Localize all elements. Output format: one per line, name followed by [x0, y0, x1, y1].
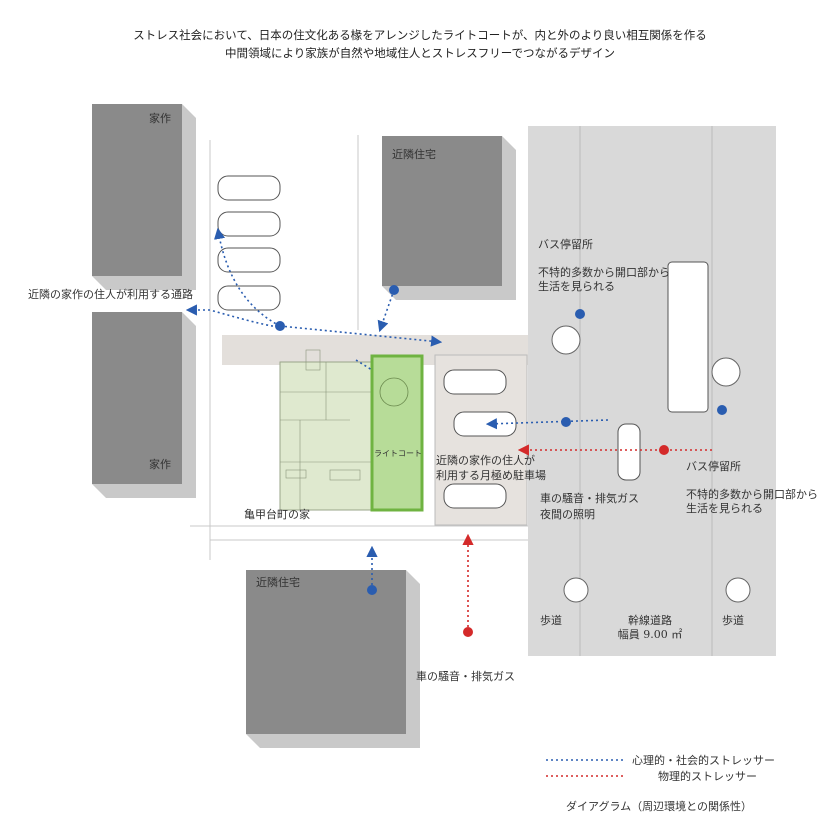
- label-path: 近隣の家作の住人が利用する通路: [28, 287, 193, 301]
- header-line-1: ストレス社会において、日本の住文化ある椽をアレンジしたライトコートが、内と外のよ…: [133, 28, 707, 42]
- label-car-noise-bottom: 車の騒音・排気ガス: [416, 669, 515, 683]
- building-neighbor-top: [382, 136, 516, 300]
- bus: [667, 261, 709, 413]
- label-bus-stop-top-note2: 生活を見られる: [538, 279, 615, 293]
- label-ie-saku-top: 家作: [149, 111, 171, 125]
- header-line-2: 中間領域により家族が自然や地域住人とストレスフリーでつながるデザイン: [224, 46, 616, 60]
- cars-monthly-lot: [443, 369, 517, 509]
- building-neighbor-bottom: [246, 570, 420, 748]
- label-lightcourt: ライトコート: [374, 449, 422, 458]
- label-road-width: 幅員 9.00 ㎡: [618, 628, 683, 641]
- physical-stressor-lines: [462, 444, 712, 632]
- building-ie-saku-bottom: [92, 312, 196, 498]
- street-trees: [551, 325, 751, 603]
- label-bus-stop-top-note1: 不特的多数から開口部から: [538, 265, 670, 279]
- label-neighbor-bottom: 近隣住宅: [256, 575, 300, 589]
- legend-psychological: 心理的・社会的ストレッサー: [632, 753, 775, 767]
- label-car-noise-2: 夜間の照明: [540, 507, 595, 521]
- diagram-caption: ダイアグラム（周辺環境との関係性）: [566, 799, 752, 813]
- light-court: [370, 354, 424, 512]
- label-bus-stop-right-note1: 不特的多数から開口部から: [686, 487, 818, 501]
- car-road: [617, 423, 641, 481]
- label-main-road: 幹線道路: [628, 613, 672, 627]
- label-bus-stop-right-note2: 生活を見られる: [686, 501, 763, 515]
- label-sidewalk-right: 歩道: [722, 613, 744, 627]
- label-bus-stop-right: バス停留所: [686, 459, 741, 473]
- label-car-noise-1: 車の騒音・排気ガス: [540, 491, 639, 505]
- house-floorplan-lines: [280, 349, 372, 510]
- label-bus-stop-top: バス停留所: [538, 237, 593, 251]
- building-ie-saku-top: [92, 104, 196, 290]
- physical-stressor-points: [463, 445, 669, 637]
- label-house: 亀甲台町の家: [244, 507, 310, 521]
- psychological-stressor-points: [275, 285, 727, 595]
- label-parking-line1: 近隣の家作の住人が: [436, 453, 535, 467]
- light-court-tree: [379, 377, 409, 407]
- label-sidewalk-left: 歩道: [540, 613, 562, 627]
- label-ie-saku-bottom: 家作: [149, 457, 171, 471]
- legend-physical: 物理的ストレッサー: [658, 769, 757, 783]
- main-road-area: [528, 126, 776, 656]
- psychological-stressor-lines: [185, 227, 609, 590]
- cars-left-lot: [217, 175, 281, 311]
- label-parking-line2: 利用する月極め駐車場: [436, 468, 546, 482]
- label-neighbor-top: 近隣住宅: [392, 147, 436, 161]
